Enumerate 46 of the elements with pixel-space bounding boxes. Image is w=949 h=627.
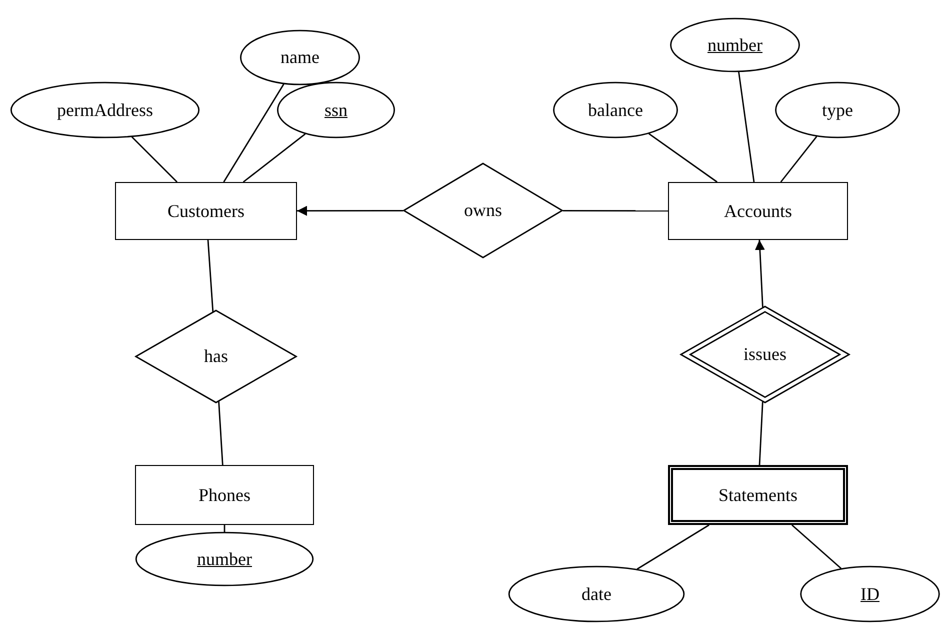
key-attribute-ellipse [277,82,395,138]
connector-line [207,240,214,312]
connector-line [758,402,764,466]
connector-line [738,72,755,182]
attribute-name: date [582,584,612,604]
connector-line [636,524,710,570]
relationship-name: issues [743,344,786,365]
attribute-ellipse [775,82,900,138]
key-attribute-ellipse [670,18,800,72]
arrow [297,206,404,216]
key-attribute-name: ssn [324,100,348,120]
relationship-name: owns [464,200,502,221]
connector-line [223,84,284,182]
attribute-name: name [280,47,320,68]
connector-line [242,133,306,183]
key-attribute-name: number [197,548,252,570]
weak-entity-box [668,465,848,525]
attribute-ellipse [240,30,360,85]
connector-line [562,210,668,212]
connector-line [218,401,224,466]
entity-name: Phones [198,484,250,506]
entity-name: Customers [167,200,244,222]
entity-name: Statements [718,484,798,506]
key-attribute-name: number [708,34,762,56]
entity-box [668,182,848,240]
attribute-ellipse [10,82,200,138]
attribute-ellipse [553,82,678,138]
connector-line [780,136,818,182]
connector-line [131,136,178,182]
arrow [754,240,765,308]
connector-line [648,133,718,183]
connector-line [791,524,842,570]
identifying-relationship-diamond [680,306,850,403]
relationship-name: has [204,346,228,367]
attribute-ellipse [508,566,685,622]
entity-name: Accounts [724,200,792,222]
key-attribute-name: ID [860,584,880,604]
relationship-diamond [403,163,563,258]
attribute-name: type [822,100,853,120]
attribute-name: permAddress [57,100,153,120]
key-attribute-ellipse [135,532,314,586]
key-attribute-ellipse [800,566,940,622]
entity-box [115,182,297,240]
entity-box [135,465,314,525]
relationship-diamond [135,310,297,403]
attribute-name: balance [588,100,643,120]
